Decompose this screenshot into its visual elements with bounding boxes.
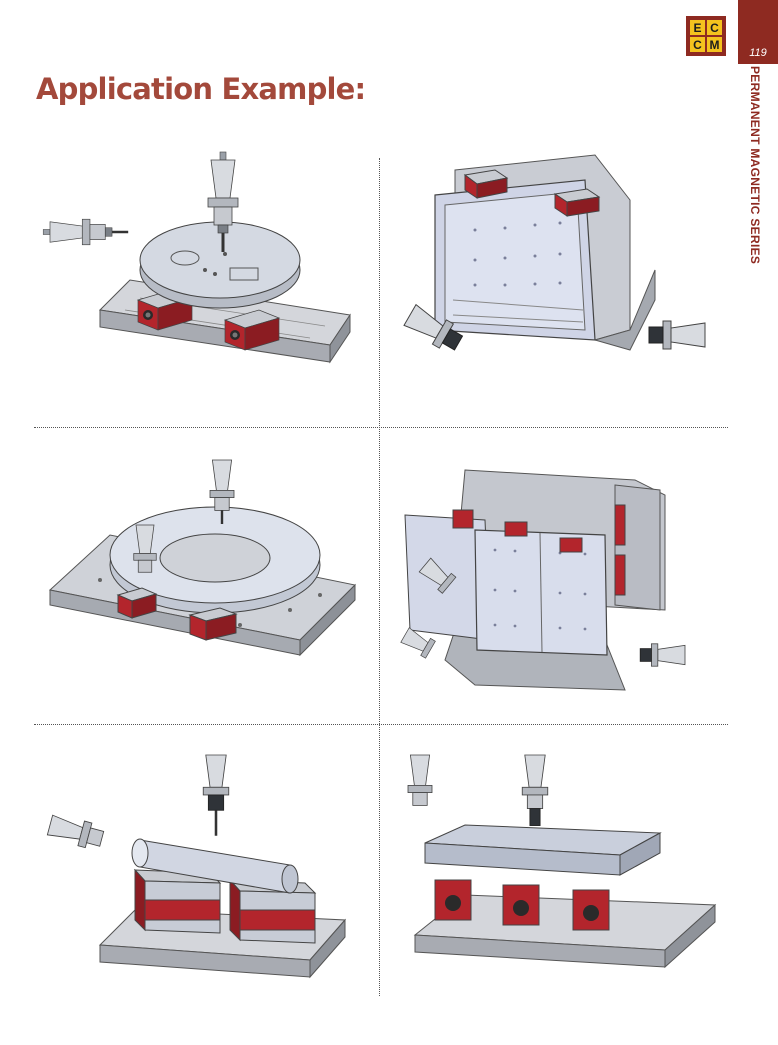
horizontal-divider xyxy=(34,724,728,725)
eccm-logo: E C C M xyxy=(686,16,726,56)
svg-text:C: C xyxy=(710,21,719,35)
horizontal-divider xyxy=(34,427,728,428)
illustration-shaft-workpiece xyxy=(40,745,380,1005)
svg-text:C: C xyxy=(693,38,702,52)
illustration-rectangular-plate xyxy=(395,745,735,1005)
svg-text:M: M xyxy=(710,38,720,52)
illustration-ring-workpiece xyxy=(40,450,380,710)
illustration-disc-workpiece xyxy=(40,150,380,410)
illustration-tombstone xyxy=(395,450,735,710)
illustration-vertical-plate xyxy=(395,150,735,410)
svg-text:E: E xyxy=(693,21,701,35)
side-tab xyxy=(738,0,778,64)
page-title: Application Example: xyxy=(36,72,366,106)
series-label: PERMANENT MAGNETIC SERIES xyxy=(748,66,762,265)
page-number: 119 xyxy=(749,47,767,59)
vertical-divider xyxy=(379,158,380,996)
